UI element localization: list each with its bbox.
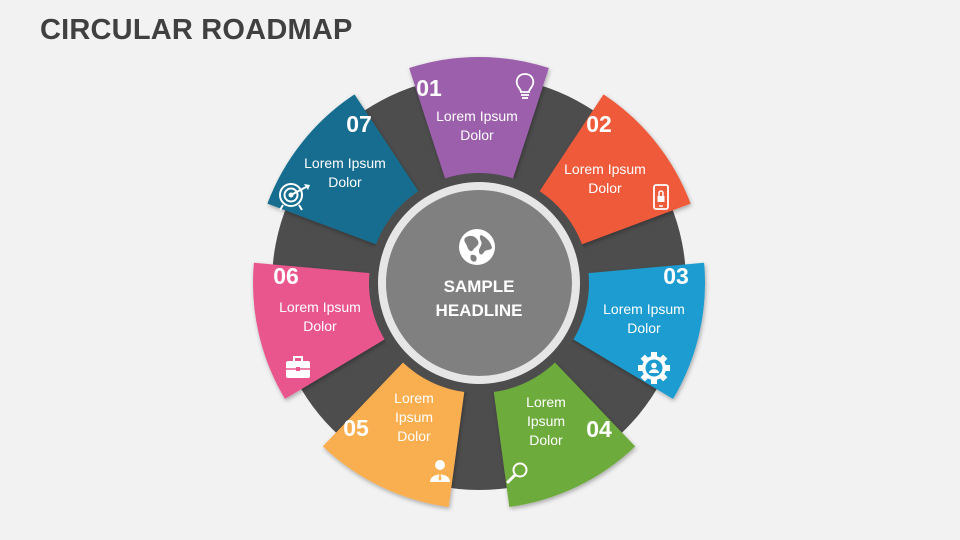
center-headline-line-2: HEADLINE <box>436 301 523 320</box>
segment-01-text-line: Lorem Ipsum <box>436 108 518 124</box>
segment-02-shape <box>532 94 691 249</box>
segment-06-text-line: Dolor <box>303 318 337 334</box>
segment-02-text-line: Lorem Ipsum <box>564 161 646 177</box>
segment-06-number: 06 <box>273 263 299 289</box>
segment-07-text-line: Dolor <box>328 174 362 190</box>
user-gear-icon <box>638 352 670 384</box>
segment-02-text-line: Dolor <box>588 180 622 196</box>
segment-07-shape <box>267 94 426 249</box>
segment-04-number: 04 <box>586 416 612 442</box>
segment-05-text-line: Dolor <box>397 428 431 444</box>
segment-04-shape <box>492 353 636 507</box>
briefcase-icon <box>286 356 310 378</box>
segment-03-text-line: Lorem Ipsum <box>603 301 685 317</box>
center-headline-line-1: SAMPLE <box>444 277 515 296</box>
lightbulb-icon <box>515 73 535 99</box>
segment-05-text-line: Lorem <box>394 390 434 406</box>
segment-03-number: 03 <box>663 263 689 289</box>
segment-06-text-line: Lorem Ipsum <box>279 299 361 315</box>
segment-05-number: 05 <box>343 415 369 441</box>
segment-03-text-line: Dolor <box>627 320 661 336</box>
person-icon <box>430 460 450 482</box>
globe-icon <box>459 229 495 265</box>
segment-01-text-line: Dolor <box>460 127 494 143</box>
target-icon <box>279 183 310 211</box>
segment-04-text-line: Ipsum <box>527 413 565 429</box>
segment-04-text-line: Dolor <box>529 432 563 448</box>
segment-05-shape <box>322 353 466 507</box>
mobile-lock-icon <box>653 184 669 210</box>
segment-04-text-line: Lorem <box>526 394 566 410</box>
segment-01-number: 01 <box>416 75 442 101</box>
segment-03-shape <box>562 262 705 399</box>
segment-02-number: 02 <box>586 111 612 137</box>
segment-05-text-line: Ipsum <box>395 409 433 425</box>
segment-07-number: 07 <box>346 111 372 137</box>
segment-01-shape <box>409 57 549 191</box>
center-circle <box>386 190 572 376</box>
segment-07-text-line: Lorem Ipsum <box>304 155 386 171</box>
page-title: CIRCULAR ROADMAP <box>40 14 353 46</box>
magnifier-icon <box>506 462 528 484</box>
